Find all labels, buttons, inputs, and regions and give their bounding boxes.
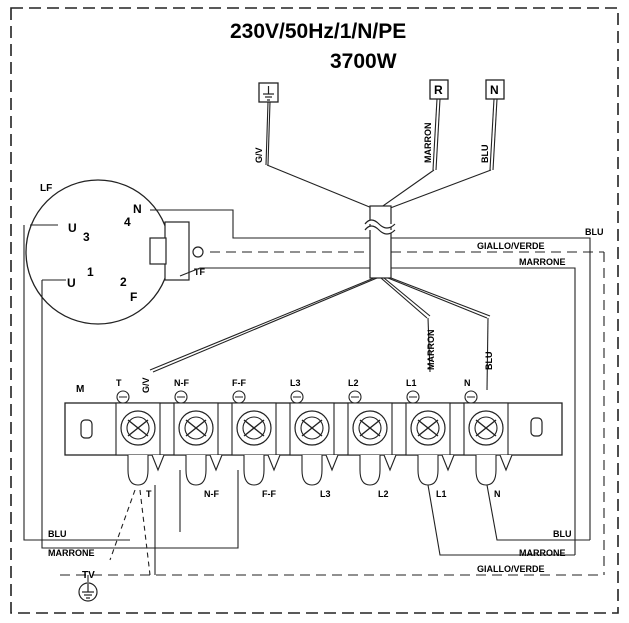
n-terminal: N: [485, 79, 505, 100]
cable-wires-down: [149, 277, 491, 391]
terminal-3: F-F F-F: [231, 378, 281, 499]
thermostat: [149, 221, 204, 281]
terminal-bottom-label: L1: [436, 489, 447, 499]
label-blu-block: BLU: [484, 352, 494, 371]
terminal-top-label: L2: [348, 378, 359, 388]
power-rating: 3700W: [330, 50, 397, 73]
switch-contacts: U 3 N 4 U 1 2 F: [67, 202, 142, 304]
block-label: M: [76, 384, 84, 395]
terminal-7: NN: [463, 378, 513, 499]
terminal-top-label: N-F: [174, 378, 189, 388]
svg-text:U: U: [68, 221, 77, 235]
enclosure-border: [10, 7, 619, 614]
switch-wires: [23, 209, 605, 575]
switch-body: [25, 179, 171, 325]
svg-text:N: N: [490, 83, 499, 97]
label-gv-top: G/V: [254, 147, 264, 163]
switch-label: LF: [40, 183, 52, 194]
thermostat-label: TF: [194, 267, 205, 277]
cable-sheath: [369, 205, 392, 279]
block-bottom-wires: [60, 470, 604, 582]
bottom-label-marrone-left: MARRONE: [48, 548, 95, 558]
terminal-bottom-label: L2: [378, 489, 389, 499]
ground-tv-icon: [78, 582, 98, 602]
bottom-label-giallo-right: GIALLO/VERDE: [477, 564, 545, 574]
terminal-top-label: L1: [406, 378, 417, 388]
right-label-blu: BLU: [585, 227, 604, 237]
mount-slot-left: [80, 419, 93, 439]
terminal-bottom-label: T: [146, 489, 152, 499]
label-gv-block: G/V: [141, 377, 151, 393]
terminal-top-label: L3: [290, 378, 301, 388]
label-blu-top: BLU: [480, 145, 490, 164]
right-label-marrone: MARRONE: [519, 257, 566, 267]
svg-text:R: R: [434, 83, 443, 97]
terminal-bottom-label: N-F: [204, 489, 219, 499]
r-terminal: R: [429, 79, 449, 100]
svg-text:F: F: [130, 290, 137, 304]
supply-wires: [265, 98, 498, 211]
terminal-2: N-F N-F: [173, 378, 223, 499]
terminal-top-label: N: [464, 378, 471, 388]
terminal-bottom-label: F-F: [262, 489, 276, 499]
svg-text:1: 1: [87, 265, 94, 279]
terminal-bottom-label: N: [494, 489, 501, 499]
mount-slot-right: [530, 417, 543, 437]
svg-text:U: U: [67, 276, 76, 290]
bottom-label-blu-right: BLU: [553, 529, 572, 539]
label-marron-top: MARRON: [423, 123, 433, 164]
ground-terminal: [258, 82, 279, 103]
right-label-giallo: GIALLO/VERDE: [477, 241, 545, 251]
supply-spec: 230V/50Hz/1/N/PE: [230, 20, 406, 43]
terminal-bottom-label: L3: [320, 489, 331, 499]
svg-text:4: 4: [124, 215, 131, 229]
svg-text:N: N: [133, 202, 142, 216]
terminal-1: TT: [115, 378, 165, 499]
svg-text:3: 3: [83, 230, 90, 244]
svg-text:2: 2: [120, 275, 127, 289]
bottom-label-blu-left: BLU: [48, 529, 67, 539]
ground-tv-label: TV: [82, 570, 95, 581]
terminal-top-label: F-F: [232, 378, 246, 388]
terminal-top-label: T: [116, 378, 122, 388]
cable-break: [364, 219, 396, 235]
label-marron-block: MARRON: [426, 330, 436, 371]
bottom-label-marrone-right: MARRONE: [519, 548, 566, 558]
